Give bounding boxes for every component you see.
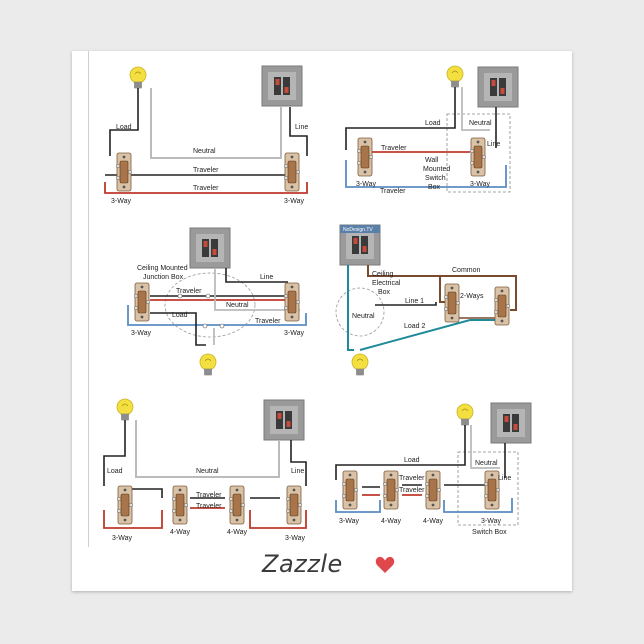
switch-type-label: 3-Way <box>131 330 151 337</box>
traveler-label: Traveler <box>380 188 406 195</box>
neutral-label: Neutral <box>475 460 498 467</box>
diagram-4way-switch-box: Load Neutral Line Traveler Traveler 3-Wa… <box>335 402 532 536</box>
traveler-label: Traveler <box>176 288 202 295</box>
switch-type-label: 4-Way <box>170 529 190 536</box>
neutral-label: Neutral <box>352 313 375 320</box>
three-way-switch-icon <box>115 152 133 192</box>
four-way-switch-icon <box>228 485 246 525</box>
breaker-panel-icon <box>490 402 532 444</box>
traveler-label: Traveler <box>193 167 219 174</box>
switch-type-label: 3-Way <box>481 518 501 525</box>
box-label: Switch <box>425 175 446 182</box>
load-label: Load <box>172 312 188 319</box>
light-bulb-icon <box>456 403 474 426</box>
three-way-switch-icon <box>285 485 303 525</box>
sheet-edge-divider <box>88 51 89 547</box>
four-way-switch-icon <box>382 470 400 510</box>
line-label: Line <box>260 274 273 281</box>
two-ways-label: 2-Ways <box>460 293 484 300</box>
brand-logo: Zazzle <box>262 550 343 578</box>
two-way-switch-icon <box>493 286 511 326</box>
switch-box-outline <box>457 451 519 526</box>
light-bulb-icon <box>116 398 134 421</box>
load-label: Load <box>425 120 441 127</box>
four-way-switch-icon <box>171 485 189 525</box>
neutral-label: Neutral <box>193 148 216 155</box>
switch-type-label: 4-Way <box>227 529 247 536</box>
neutral-label: Neutral <box>196 468 219 475</box>
switch-type-label: 3-Way <box>284 198 304 205</box>
diagram-2way-ceiling-box: NoDesign.TV Ceiling Electrical Box Commo… <box>335 224 517 376</box>
neutral-label: Neutral <box>226 302 249 309</box>
load-label: Load <box>116 124 132 131</box>
breaker-panel-icon <box>261 65 303 107</box>
three-way-switch-icon <box>469 137 487 177</box>
line-label: Line <box>295 124 308 131</box>
line-label: Line <box>291 468 304 475</box>
line-label: Line <box>498 475 511 482</box>
box-label: Electrical <box>372 280 401 287</box>
switch-type-label: 3-Way <box>112 535 132 542</box>
diagram-3way-basic: Load Line Neutral Traveler Traveler 3-Wa… <box>104 65 308 205</box>
load-label: Load <box>107 468 123 475</box>
traveler-label: Traveler <box>193 185 219 192</box>
light-bulb-icon <box>446 65 464 88</box>
three-way-switch-icon <box>133 282 151 322</box>
neutral-label: Neutral <box>469 120 492 127</box>
breaker-panel-icon <box>477 66 519 108</box>
traveler-label: Traveler <box>399 475 425 482</box>
box-label: Ceiling <box>372 271 394 278</box>
box-label: Mounted <box>423 166 450 173</box>
switch-type-label: 3-Way <box>284 330 304 337</box>
junction-box-outline <box>164 272 256 338</box>
box-label: Box <box>428 184 441 191</box>
switch-type-label: 3-Way <box>339 518 359 525</box>
traveler-label: Traveler <box>255 318 281 325</box>
box-label: Junction Box <box>143 274 184 281</box>
line1-label: Line 1 <box>405 298 424 305</box>
diagram-3way-junction-box: Ceiling Mounted Junction Box Line Travel… <box>127 227 307 376</box>
box-label: Ceiling Mounted <box>137 265 188 272</box>
switch-type-label: 4-Way <box>423 518 443 525</box>
diagram-4way-basic: Load Line Neutral Traveler Traveler 3-Wa… <box>103 398 307 542</box>
three-way-switch-icon <box>283 152 301 192</box>
traveler-label: Traveler <box>399 487 425 494</box>
switch-type-label: 4-Way <box>381 518 401 525</box>
switch-box-outline <box>446 113 511 193</box>
line-label: Line <box>487 141 500 148</box>
light-bulb-icon <box>129 66 147 89</box>
diagram-3way-wall-box: Load Neutral Line Traveler Traveler Wall… <box>345 65 519 195</box>
traveler-label: Traveler <box>196 492 222 499</box>
switch-type-label: 3-Way <box>470 181 490 188</box>
load-label: Load <box>404 457 420 464</box>
ceiling-box-outline <box>335 287 385 337</box>
three-way-switch-icon <box>341 470 359 510</box>
common-label: Common <box>452 267 481 274</box>
heart-icon <box>375 556 395 573</box>
three-way-switch-icon <box>283 282 301 322</box>
breaker-panel-icon <box>189 227 231 269</box>
four-way-switch-icon <box>424 470 442 510</box>
switch-type-label: 3-Way <box>356 181 376 188</box>
traveler-label: Traveler <box>381 145 407 152</box>
traveler-label: Traveler <box>196 503 222 510</box>
light-bulb-icon <box>199 353 217 376</box>
panel-caption: NoDesign.TV <box>343 227 373 233</box>
switch-box-label: Switch Box <box>472 529 507 536</box>
load2-label: Load 2 <box>404 323 426 330</box>
switch-type-label: 3-Way <box>111 198 131 205</box>
box-label: Box <box>378 289 391 296</box>
three-way-switch-icon <box>116 485 134 525</box>
switch-type-label: 3-Way <box>285 535 305 542</box>
two-way-switch-icon <box>443 283 461 323</box>
box-label: Wall <box>425 157 439 164</box>
three-way-switch-icon <box>356 137 374 177</box>
breaker-panel-icon <box>263 399 305 441</box>
light-bulb-icon <box>351 353 369 376</box>
